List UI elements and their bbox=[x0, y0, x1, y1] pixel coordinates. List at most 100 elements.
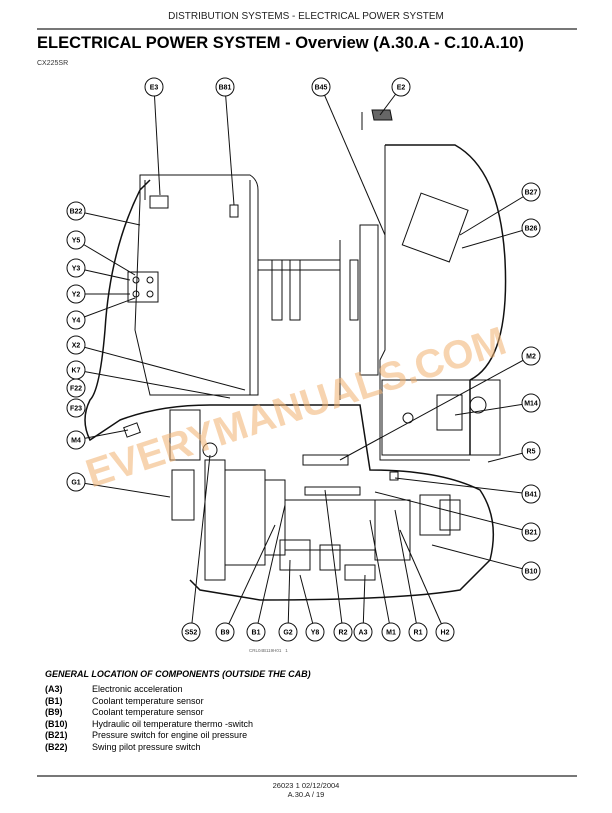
callout-circle bbox=[246, 622, 266, 642]
leader-line bbox=[394, 477, 532, 495]
callout-label: B10 bbox=[525, 569, 538, 576]
callout-label: A3 bbox=[359, 630, 368, 637]
callout-e2: E2 bbox=[391, 77, 411, 97]
leader-line bbox=[153, 86, 161, 196]
callout-circle bbox=[408, 622, 428, 642]
callout-label: G1 bbox=[71, 480, 80, 487]
leader-line bbox=[394, 509, 419, 633]
callout-circle bbox=[521, 182, 541, 202]
callout-circle bbox=[66, 335, 86, 355]
callout-b10: B10 bbox=[521, 561, 541, 581]
component-code: (A3) bbox=[45, 684, 63, 694]
callout-circle bbox=[66, 230, 86, 250]
leader-line bbox=[339, 355, 532, 461]
leader-line bbox=[224, 524, 276, 633]
callout-f22: F22 bbox=[66, 378, 86, 398]
component-code: (B22) bbox=[45, 741, 68, 752]
legend-row: (B1) Coolant temperature sensor bbox=[45, 696, 253, 708]
leader-line bbox=[454, 402, 532, 416]
leader-line bbox=[287, 559, 291, 633]
callout-r5: R5 bbox=[521, 441, 541, 461]
leader-line bbox=[75, 369, 231, 399]
component-legend: (A3) Electronic acceleration (B1) Coolant t… bbox=[45, 684, 253, 753]
leader-line bbox=[190, 454, 211, 633]
callout-x2: X2 bbox=[66, 335, 86, 355]
callout-b41: B41 bbox=[521, 484, 541, 504]
callout-label: H2 bbox=[441, 630, 450, 637]
callout-m2: M2 bbox=[521, 346, 541, 366]
callout-label: K7 bbox=[72, 368, 81, 375]
callout-label: M1 bbox=[386, 630, 396, 637]
callout-m1: M1 bbox=[381, 622, 401, 642]
leader-line bbox=[369, 519, 392, 633]
callout-circle bbox=[66, 310, 86, 330]
callout-circle bbox=[353, 622, 373, 642]
callout-label: Y8 bbox=[311, 630, 320, 637]
callout-g1: G1 bbox=[66, 472, 86, 492]
leader-line bbox=[459, 191, 532, 236]
callout-m4: M4 bbox=[66, 430, 86, 450]
callout-label: M2 bbox=[526, 354, 536, 361]
leader-line bbox=[299, 574, 316, 633]
callout-circle bbox=[66, 201, 86, 221]
callout-label: Y4 bbox=[72, 318, 81, 325]
callout-circle bbox=[521, 346, 541, 366]
callout-label: M14 bbox=[524, 401, 538, 408]
callout-g2: G2 bbox=[278, 622, 298, 642]
callout-label: F23 bbox=[70, 406, 82, 413]
callout-label: B1 bbox=[252, 630, 261, 637]
footer-date: 26023 1 02/12/2004 bbox=[272, 781, 340, 790]
callout-y3: Y3 bbox=[66, 258, 86, 278]
callout-label: Y5 bbox=[72, 238, 81, 245]
running-header: DISTRIBUTION SYSTEMS - ELECTRICAL POWER … bbox=[168, 11, 444, 22]
callout-circle bbox=[381, 622, 401, 642]
machine-outline bbox=[84, 109, 507, 601]
callout-circle bbox=[66, 472, 86, 492]
callout-circle bbox=[215, 622, 235, 642]
callout-y2: Y2 bbox=[66, 284, 86, 304]
footer-rule bbox=[37, 775, 577, 777]
component-description: Hydraulic oil temperature thermo -switch bbox=[92, 718, 254, 729]
callout-circle bbox=[521, 561, 541, 581]
callout-h2: H2 bbox=[435, 622, 455, 642]
callout-label: E3 bbox=[150, 85, 159, 92]
component-code: (B9) bbox=[45, 707, 63, 717]
callout-b22: B22 bbox=[66, 201, 86, 221]
component-description: Electronic acceleration bbox=[92, 684, 183, 694]
callout-circle bbox=[305, 622, 325, 642]
leader-line bbox=[431, 544, 532, 572]
leader-lines bbox=[75, 86, 532, 633]
callout-m14: M14 bbox=[521, 393, 541, 413]
callout-label: B81 bbox=[219, 85, 232, 92]
component-code: (B10) bbox=[45, 718, 68, 729]
callout-label: B22 bbox=[70, 209, 83, 216]
legend-row: (B21)Pressure switch for engine oil pres… bbox=[45, 730, 253, 742]
legend-row: (B22) Swing pilot pressure switch bbox=[45, 742, 253, 754]
callout-label: B26 bbox=[525, 226, 538, 233]
component-description: Swing pilot pressure switch bbox=[92, 741, 201, 752]
watermark-text: EVERYMANUALS.COM bbox=[81, 319, 512, 496]
callout-label: B45 bbox=[315, 85, 328, 92]
legend-row: (A3) Electronic acceleration bbox=[45, 684, 253, 696]
callout-f23: F23 bbox=[66, 398, 86, 418]
callout-b81: B81 bbox=[215, 77, 235, 97]
header-rule bbox=[37, 28, 577, 30]
callout-circle bbox=[66, 378, 86, 398]
leader-line bbox=[461, 227, 532, 249]
callout-y5: Y5 bbox=[66, 230, 86, 250]
callout-label: G2 bbox=[283, 630, 292, 637]
callout-e3: E3 bbox=[144, 77, 164, 97]
legend-row: (B9) Coolant temperature sensor bbox=[45, 707, 253, 719]
component-description: Pressure switch for engine oil pressure bbox=[92, 730, 248, 740]
callout-label: R1 bbox=[414, 630, 423, 637]
callout-circle bbox=[215, 77, 235, 97]
callout-label: B41 bbox=[525, 492, 538, 499]
callout-circle bbox=[521, 393, 541, 413]
callout-y4: Y4 bbox=[66, 310, 86, 330]
component-description: Coolant temperature sensor bbox=[92, 707, 204, 717]
callout-a3: A3 bbox=[353, 622, 373, 642]
callout-label: B9 bbox=[221, 630, 230, 637]
component-description: Coolant temperature sensor bbox=[92, 695, 204, 706]
component-code: (B1) bbox=[45, 695, 63, 706]
